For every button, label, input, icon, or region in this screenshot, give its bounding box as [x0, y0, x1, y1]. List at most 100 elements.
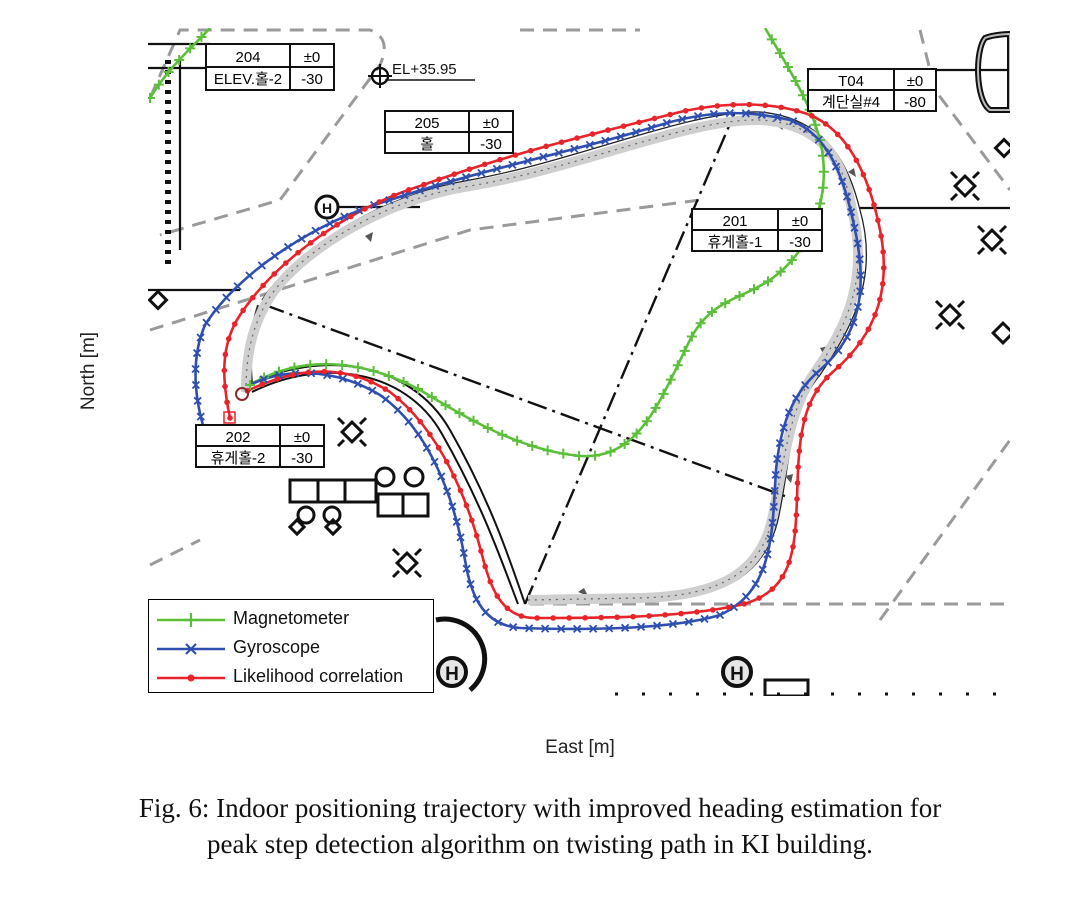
likelihood-step-marker	[406, 186, 412, 193]
legend-swatch-gyroscope	[157, 643, 225, 655]
likelihood-step-marker	[589, 131, 596, 137]
h-marker-label: H	[445, 664, 459, 685]
likelihood-step-marker	[222, 351, 229, 358]
likelihood-step-marker	[518, 613, 525, 619]
likelihood-step-marker	[834, 131, 841, 138]
likelihood-step-marker	[497, 156, 503, 163]
gyroscope-step-marker	[842, 332, 852, 342]
room-label-201: 201 ±0 휴게홀-1 -30	[691, 208, 823, 252]
likelihood-step-marker	[779, 573, 786, 580]
gyroscope-step-marker	[196, 333, 205, 342]
magnetometer-step-marker	[398, 376, 409, 387]
gyroscope-step-marker	[381, 395, 390, 404]
svg-text:휴게홀-1: 휴게홀-1	[708, 234, 763, 251]
gyroscope-step-marker	[766, 534, 775, 543]
gyroscope-step-marker	[856, 271, 865, 280]
likelihood-step-marker	[636, 119, 642, 126]
gyroscope-step-marker	[570, 144, 579, 154]
room-label-202: 202 ±0 휴게홀-2 -30	[195, 424, 325, 468]
gyroscope-step-marker	[850, 223, 859, 232]
likelihood-step-marker	[473, 532, 480, 539]
magnetometer-step-marker	[762, 276, 773, 287]
magnetometer-step-marker	[440, 400, 451, 411]
magnetometer-step-marker	[454, 408, 465, 419]
likelihood-step-marker	[714, 103, 721, 109]
likelihood-step-marker	[435, 444, 442, 451]
gyroscope-step-marker	[404, 417, 413, 426]
gyroscope-step-marker	[466, 580, 475, 589]
likelihood-step-marker	[822, 121, 829, 127]
likelihood-step-marker	[305, 369, 312, 376]
magnetometer-step-marker	[558, 448, 569, 459]
likelihood-step-marker	[337, 370, 344, 376]
likelihood-step-marker	[853, 157, 860, 164]
gyroscope-step-marker	[802, 124, 812, 134]
magnetometer-step-marker	[383, 370, 394, 381]
likelihood-step-marker	[283, 260, 289, 266]
likelihood-step-marker	[534, 615, 540, 621]
gyroscope-step-marker	[824, 148, 833, 157]
gyroscope-step-marker	[461, 173, 471, 182]
magnetometer-step-marker	[658, 388, 669, 399]
magnetometer-step-marker	[797, 90, 808, 101]
likelihood-step-marker	[872, 311, 878, 318]
likelihood-step-marker	[786, 559, 792, 566]
gyroscope-step-marker	[202, 318, 211, 327]
svg-text:±0: ±0	[907, 73, 924, 90]
magnetometer-step-marker	[815, 198, 826, 209]
likelihood-step-marker	[730, 101, 737, 108]
gyroscope-step-marker	[853, 239, 862, 248]
gyroscope-step-marker	[245, 271, 254, 280]
gyroscope-step-marker	[751, 579, 760, 589]
gyroscope-step-marker	[773, 113, 782, 122]
svg-text:-30: -30	[301, 71, 323, 88]
svg-text:±0: ±0	[483, 115, 500, 132]
likelihood-step-marker	[550, 615, 556, 621]
likelihood-step-marker	[879, 281, 886, 287]
magnetometer-step-marker	[619, 439, 630, 450]
room-label-205: 205 ±0 홀 -30	[384, 110, 514, 154]
gyroscope-step-marker	[814, 135, 823, 144]
svg-text:계단실#4: 계단실#4	[822, 94, 880, 111]
likelihood-step-marker	[801, 416, 808, 423]
magnetometer-step-marker	[368, 366, 379, 377]
gyroscope-step-marker	[525, 624, 534, 633]
gyroscope-step-marker	[846, 207, 856, 217]
likelihood-step-marker	[667, 111, 673, 118]
gyroscope-step-marker	[811, 369, 821, 378]
legend-label-magnetometer: Magnetometer	[233, 608, 350, 628]
gyroscope-step-marker	[257, 261, 267, 270]
gyroscope-step-marker	[191, 380, 201, 390]
magnetometer-step-marker	[810, 119, 821, 130]
magnetometer-step-marker	[641, 416, 652, 427]
gyroscope-step-marker	[192, 348, 202, 358]
gyroscope-step-marker	[856, 287, 865, 296]
gyroscope-step-marker	[831, 162, 841, 171]
likelihood-step-marker	[543, 143, 549, 150]
magnetometer-step-marker	[174, 54, 185, 65]
gyroscope-step-marker	[233, 282, 242, 291]
likelihood-step-marker	[274, 376, 281, 382]
gyroscope-step-marker	[684, 617, 693, 626]
gyroscope-step-marker	[477, 168, 486, 178]
likelihood-step-marker	[756, 595, 762, 601]
magnetometer-trajectory	[148, 28, 211, 99]
likelihood-step-marker	[463, 502, 470, 509]
svg-text:휴게홀-2: 휴게홀-2	[211, 450, 266, 467]
likelihood-step-marker	[845, 143, 851, 150]
likelihood-step-marker	[769, 586, 776, 592]
likelihood-step-marker	[809, 113, 815, 119]
gyroscope-step-marker	[385, 196, 394, 205]
magnetometer-step-marker	[775, 266, 786, 277]
magnetometer-step-marker	[512, 435, 523, 446]
magnetometer-step-marker	[412, 383, 423, 394]
magnetometer-step-marker	[185, 43, 196, 54]
likelihood-step-marker	[558, 139, 565, 145]
likelihood-step-marker	[793, 512, 800, 518]
likelihood-step-marker	[806, 401, 813, 408]
magnetometer-step-marker	[574, 450, 585, 461]
likelihood-step-marker	[478, 548, 484, 554]
magnetometer-step-marker	[196, 32, 207, 43]
gyroscope-step-marker	[616, 132, 625, 141]
gyroscope-step-marker	[838, 177, 847, 186]
